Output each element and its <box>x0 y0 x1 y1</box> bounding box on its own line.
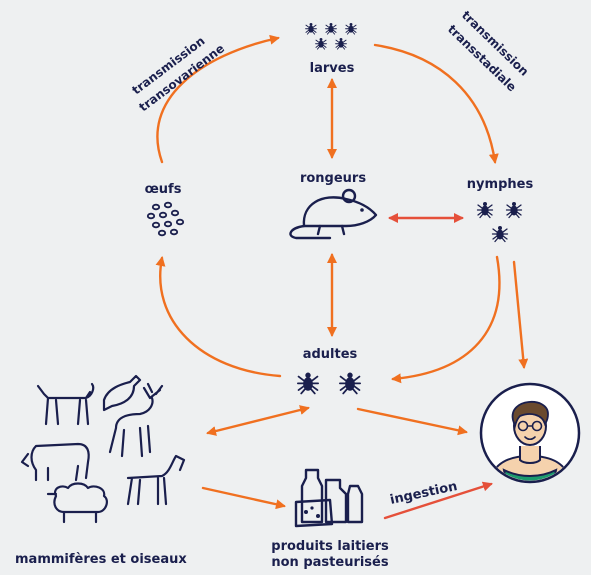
node-adults: adultes <box>296 347 362 395</box>
arrow-dairy-to-human <box>383 481 493 520</box>
cycle-arrows <box>155 34 529 520</box>
node-dairy: produits laitiers non pasteurisés <box>271 468 389 570</box>
arrow-larvae-to-nymphs <box>373 43 499 164</box>
eggs-cluster-icon <box>146 201 185 237</box>
node-nymphs: nymphes <box>467 177 534 243</box>
larvae-label: larves <box>310 61 355 76</box>
dairy-products-icon <box>294 468 364 528</box>
dairy-label-line2: non pasteurisés <box>271 555 388 570</box>
eggs-label: œufs <box>145 182 182 197</box>
arrow-animals-to-dairy <box>201 486 286 510</box>
arrow-adults-to-eggs <box>155 256 282 378</box>
mouse-icon <box>289 188 378 240</box>
arrow-nymphs-to-adults <box>391 255 501 384</box>
node-larvae: larves <box>305 22 357 76</box>
animals-label: mammifères et oiseaux <box>15 552 187 567</box>
rodents-label: rongeurs <box>300 171 366 186</box>
edge-label-ingestion: ingestion <box>389 479 459 508</box>
node-eggs: œufs <box>145 182 185 237</box>
node-human <box>479 382 581 484</box>
human-avatar-icon <box>479 382 581 484</box>
adults-label: adultes <box>303 347 358 362</box>
nymphs-label: nymphes <box>467 177 534 192</box>
arrow-eggs-to-larvae <box>156 34 280 164</box>
arrow-adults-animals <box>206 405 310 436</box>
three-small-ticks-icon <box>305 22 357 50</box>
dairy-label-line1: produits laitiers <box>271 539 389 554</box>
node-animals: mammifères et oiseaux <box>15 374 187 567</box>
arrow-adults-to-human <box>356 407 468 436</box>
node-rodents: rongeurs <box>289 171 378 240</box>
farm-and-wild-animals-icon <box>20 374 186 524</box>
tick-cluster-icon <box>476 201 523 243</box>
arrow-nymphs-to-human <box>512 260 529 369</box>
two-ticks-icon <box>296 371 362 395</box>
